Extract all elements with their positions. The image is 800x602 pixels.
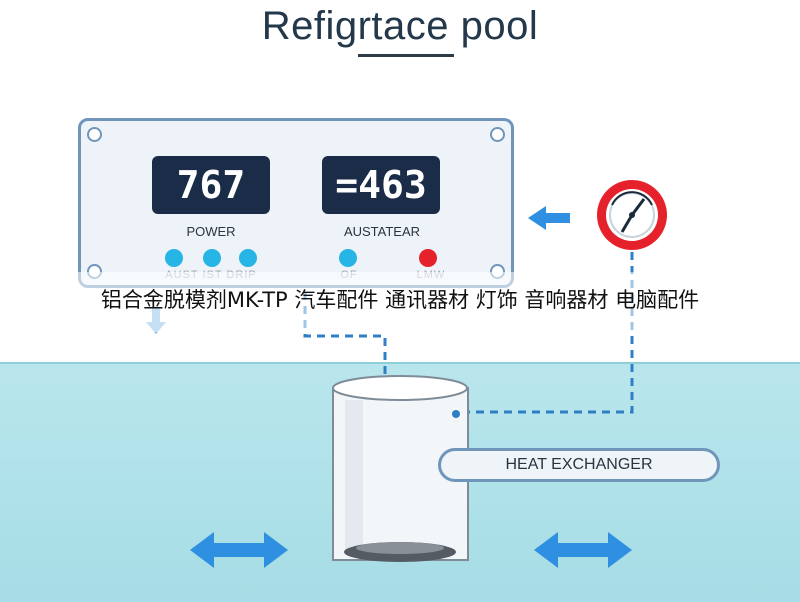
caption-text: 铝合金脱模剂MK-TP 汽车配件 通讯器材 灯饰 音响器材 电脑配件 [100, 288, 700, 312]
heat-exchanger-cylinder [332, 375, 469, 562]
austatear-display: =463 [322, 156, 440, 214]
indicator-drip-light [239, 249, 257, 267]
control-panel: 767 POWER =463 AUSTATEAR AUST IST DRIP O… [78, 118, 514, 288]
indicator-of-light [339, 249, 357, 267]
caption-band [0, 272, 800, 332]
power-label: POWER [186, 224, 236, 239]
screw-top-left-icon [87, 127, 102, 142]
diagram-title: Refigrtace pool [261, 4, 539, 48]
indicator-ist-light [203, 249, 221, 267]
screw-top-right-icon [490, 127, 505, 142]
pressure-gauge-icon [597, 180, 667, 250]
title-underline [358, 54, 454, 57]
indicator-aust-light [165, 249, 183, 267]
indicator-lmw-light [419, 249, 437, 267]
double-arrow-left-icon [190, 532, 288, 568]
power-display: 767 [152, 156, 270, 214]
heat-exchanger-label: HEAT EXCHANGER [438, 448, 720, 482]
arrow-left-icon [528, 206, 570, 230]
double-arrow-right-icon [534, 532, 632, 568]
austatear-label: AUSTATEAR [343, 224, 421, 239]
